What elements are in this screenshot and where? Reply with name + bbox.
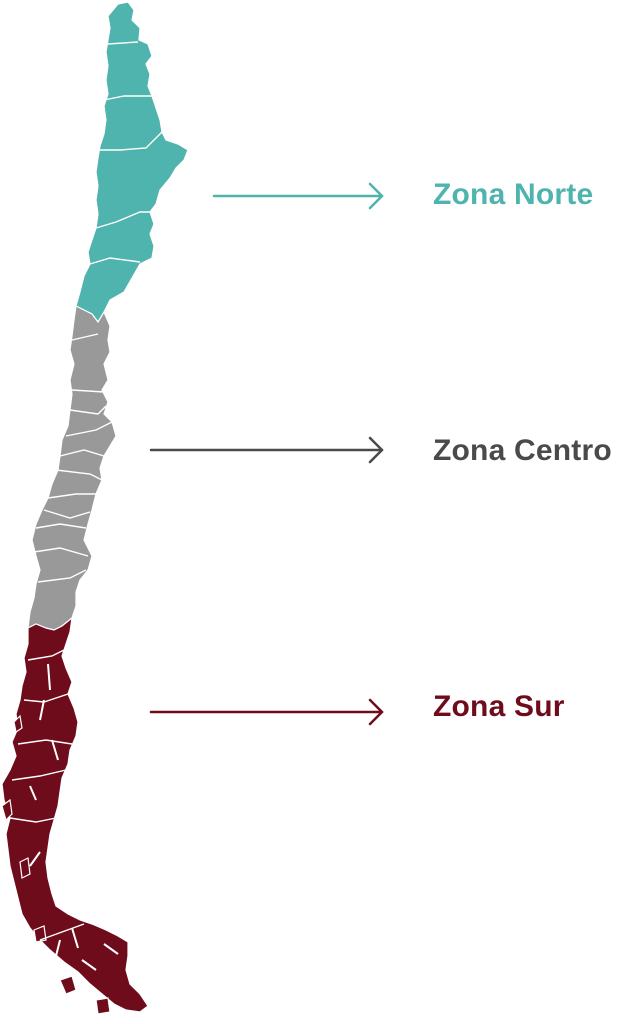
region-centro-borders bbox=[33, 333, 113, 583]
region-norte-borders bbox=[89, 41, 163, 265]
arrow-centro-head bbox=[368, 436, 384, 464]
map-region-centro bbox=[27, 305, 117, 631]
arrow-norte bbox=[212, 182, 384, 210]
map-region-norte bbox=[75, 1, 189, 324]
region-sur-shape bbox=[1, 616, 149, 1013]
zone-label-sur: Zona Sur bbox=[433, 690, 565, 723]
map-region-sur bbox=[1, 616, 149, 1015]
zone-label-centro: Zona Centro bbox=[433, 434, 612, 467]
zone-label-norte: Zona Norte bbox=[433, 178, 594, 211]
region-sur-fjords bbox=[29, 663, 119, 971]
arrow-norte-head bbox=[368, 182, 384, 210]
arrow-centro bbox=[149, 436, 384, 464]
region-norte-shape bbox=[75, 1, 189, 324]
arrow-sur bbox=[149, 698, 384, 726]
region-sur-islands bbox=[1, 714, 111, 1015]
arrow-sur-head bbox=[368, 698, 384, 726]
